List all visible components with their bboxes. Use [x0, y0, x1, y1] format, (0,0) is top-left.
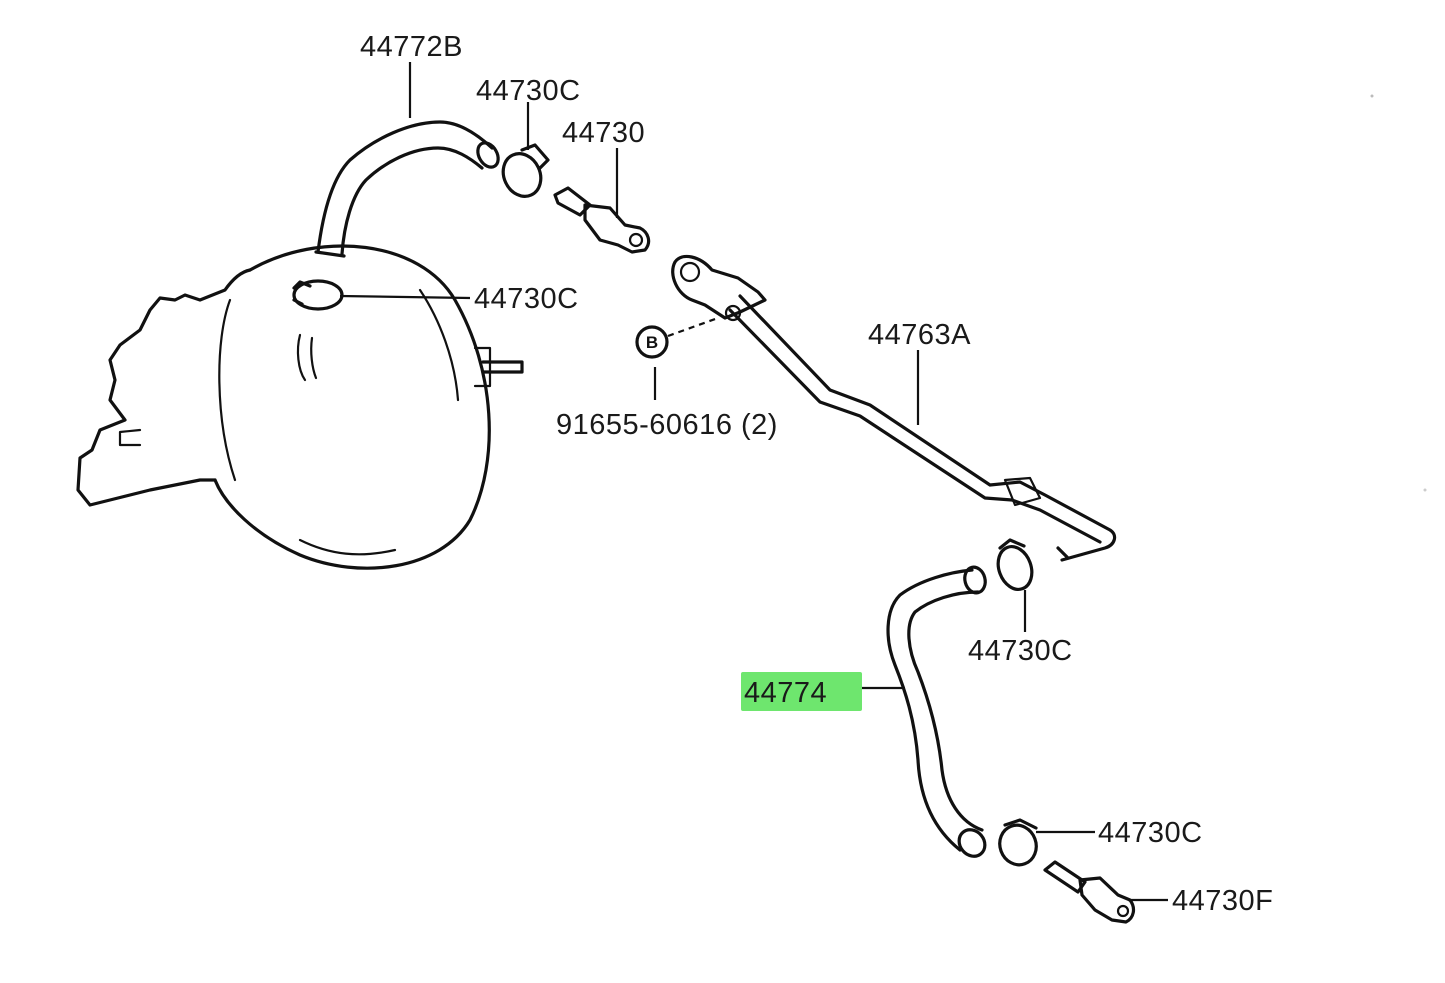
bolt-badge: B — [635, 316, 719, 359]
union-fitting — [1043, 860, 1136, 924]
label-44730c-right: 44730C — [968, 635, 1073, 667]
label-44730c-booster: 44730C — [474, 283, 579, 315]
label-44730: 44730 — [562, 117, 645, 149]
brake-booster — [76, 244, 524, 570]
label-44774: 44774 — [744, 677, 827, 709]
bolt-badge-letter: B — [646, 333, 658, 352]
right-hose-clamp — [996, 538, 1034, 591]
check-valve — [553, 186, 651, 254]
label-44772b: 44772B — [360, 31, 463, 63]
label-91655: 91655-60616 (2) — [556, 409, 778, 441]
label-44763a: 44763A — [868, 319, 971, 351]
vacuum-tube — [671, 254, 1117, 562]
booster-hose-clamp — [292, 279, 344, 311]
speck — [1370, 94, 1374, 98]
label-44730f: 44730F — [1172, 885, 1273, 917]
lower-vacuum-hose — [886, 565, 987, 858]
speck — [1423, 488, 1427, 492]
part-highlight — [741, 672, 862, 711]
bottom-hose-clamp — [998, 818, 1038, 867]
label-44730c-bottom: 44730C — [1098, 817, 1203, 849]
leader-lines — [339, 62, 1168, 902]
top-hose-clamp — [501, 143, 550, 198]
upper-vacuum-hose — [314, 120, 500, 258]
label-44730c-top: 44730C — [476, 75, 581, 107]
part-labels: 44772B 44730C 44730 44730C 44763A 91655-… — [360, 31, 1273, 917]
